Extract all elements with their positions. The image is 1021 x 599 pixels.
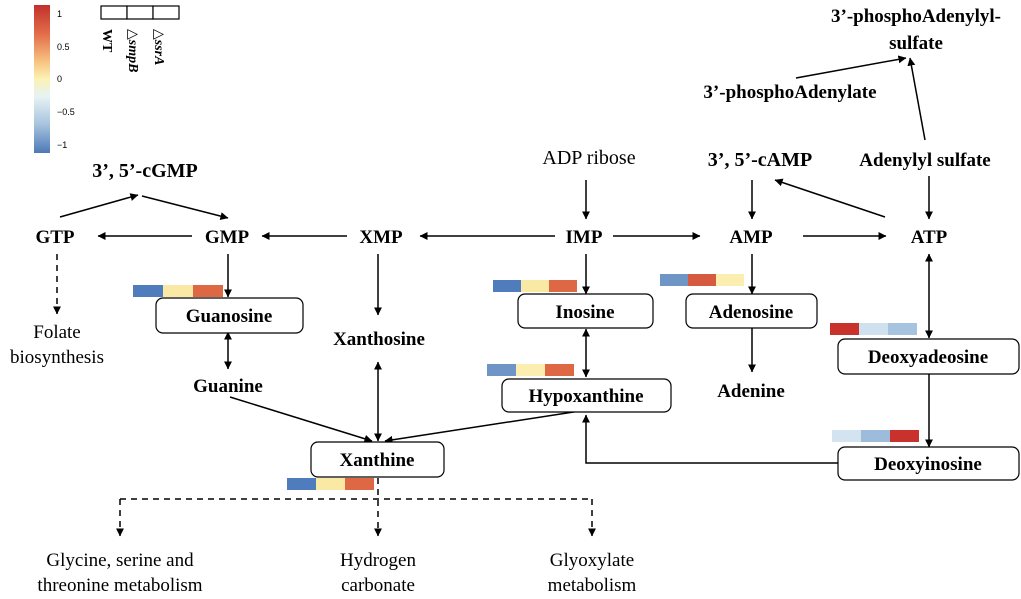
guanosine-box [155, 297, 304, 334]
edge-gtp-to-cgmp [59, 193, 139, 218]
tick-label-1: 1 [57, 9, 62, 19]
heatmap-deoxyadenosine-smpb [859, 323, 888, 335]
tick-label-0: 0 [57, 74, 62, 84]
hypoxanthine-box [501, 378, 672, 413]
node-hydrogen-carbonate-line2: carbonate [341, 575, 415, 596]
node-atp: ATP [911, 227, 948, 248]
heatmap-adenosine [660, 274, 744, 286]
heatmap-deoxyadenosine [830, 323, 917, 335]
heatmap-guanosine-ssra [193, 285, 223, 297]
node-phosphoadenylate: 3’-phosphoAdenylate [703, 82, 876, 103]
heatmap-deoxyinosine-smpb [861, 430, 890, 442]
node-deoxyadenosine: Deoxyadeosine [868, 347, 988, 368]
node-adenosine: Adenosine [709, 302, 793, 323]
edge-atp-to-camp [774, 178, 886, 218]
heatmap-xanthine-ssra [345, 478, 374, 490]
node-glycine-line1: Glycine, serine and [46, 550, 194, 571]
heatmap-deoxyadenosine-ssra [888, 323, 917, 335]
heatmap-xanthine-wt [287, 478, 316, 490]
node-adenine: Adenine [717, 381, 785, 402]
deoxyadenosine-box [837, 338, 1020, 375]
edge-adenylylsulfate-to-paps [907, 57, 926, 141]
heatmap-deoxyinosine [832, 430, 919, 442]
node-adenylyl-sulfate: Adenylyl sulfate [859, 150, 990, 171]
node-glyoxylate-line1: Glyoxylate [550, 550, 634, 571]
adenosine-box [685, 293, 818, 329]
heatmap-inosine-wt [493, 280, 521, 292]
heatmap-deoxyinosine-ssra [890, 430, 919, 442]
node-guanosine: Guanosine [186, 306, 273, 327]
inosine-box [517, 293, 654, 329]
heatmap-adenosine-ssra [716, 274, 744, 286]
legend-column-ssra: △ssrA [151, 29, 166, 65]
tick-label-neg1: −1 [57, 140, 67, 150]
pathway-edges [53, 55, 933, 537]
node-xanthosine: Xanthosine [333, 329, 425, 350]
heatmap-hypoxanthine-wt [487, 364, 516, 376]
node-inosine: Inosine [555, 302, 614, 323]
node-gmp: GMP [205, 227, 250, 248]
node-adp-ribose: ADP ribose [542, 147, 635, 169]
edge-hypoxanthine-to-xanthine [384, 410, 581, 444]
node-folate-line1: Folate [33, 322, 81, 343]
edge-deoxyinosine-to-hypoxanthine [582, 414, 838, 464]
node-gtp: GTP [35, 227, 74, 248]
heatmap-inosine-smpb [521, 280, 549, 292]
heatmap-guanosine-smpb [163, 285, 193, 297]
node-hypoxanthine: Hypoxanthine [528, 386, 643, 407]
node-camp: 3’, 5’-cAMP [708, 149, 812, 171]
heatmap-adenosine-wt [660, 274, 688, 286]
heatmap-guanosine-wt [133, 285, 163, 297]
node-cgmp: 3’, 5’-cGMP [92, 160, 198, 182]
tick-label-0.5: 0.5 [57, 42, 70, 52]
heatmap-deoxyadenosine-wt [830, 323, 859, 335]
heatmap-guanosine [133, 285, 223, 297]
heatmap-inosine [493, 280, 577, 292]
node-xanthine: Xanthine [340, 450, 415, 471]
heatmap-inosine-ssra [549, 280, 577, 292]
node-glyoxylate-line2: metabolism [548, 575, 637, 596]
heatmap-hypoxanthine [487, 364, 574, 376]
legend-column-wt: WT [99, 29, 114, 53]
color-scale-bar [34, 5, 50, 153]
edge-pap-to-paps [795, 55, 907, 79]
legend-column-box-ssra [152, 5, 180, 20]
heatmap-xanthine-smpb [316, 478, 345, 490]
deoxyinosine-box [837, 446, 1020, 481]
node-deoxyinosine: Deoxyinosine [874, 454, 982, 475]
heatmap-deoxyinosine-wt [832, 430, 861, 442]
heatmap-adenosine-smpb [688, 274, 716, 286]
color-legend: 1 0.5 0 −0.5 −1 WT △smpB △ssrA [34, 5, 180, 153]
node-imp: IMP [566, 227, 603, 248]
tick-label-neg0.5: −0.5 [57, 107, 75, 117]
xanthine-box [310, 441, 445, 478]
legend-column-box-smpb [126, 5, 154, 20]
edge-cgmp-to-gmp [141, 195, 229, 220]
legend-column-smpb: △smpB [125, 29, 140, 72]
node-paps-line2: sulfate [889, 33, 943, 54]
heatmap-hypoxanthine-ssra [545, 364, 574, 376]
node-xmp: XMP [359, 227, 403, 248]
node-amp: AMP [729, 227, 773, 248]
heatmap-hypoxanthine-smpb [516, 364, 545, 376]
heatmap-xanthine [287, 478, 374, 490]
legend-column-box-wt [100, 5, 128, 20]
node-guanine: Guanine [193, 376, 263, 397]
node-paps-line1: 3’-phosphoAdenylyl- [831, 6, 1001, 27]
edge-guanine-to-xanthine [229, 396, 373, 443]
node-hydrogen-carbonate-line1: Hydrogen [340, 550, 416, 571]
node-folate-line2: biosynthesis [10, 347, 104, 368]
node-glycine-line2: threonine metabolism [37, 575, 202, 596]
